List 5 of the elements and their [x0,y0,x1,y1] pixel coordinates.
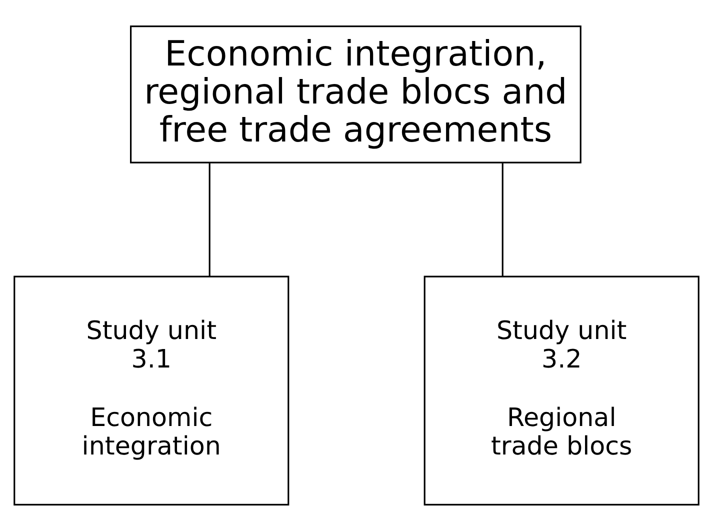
node-box: Study unit 3.1 Economic integration [14,275,290,505]
node-box: Study unit 3.2 Regional trade blocs [424,275,700,505]
connector [208,162,210,276]
connector [502,162,504,276]
node-box: Economic integration, regional trade blocs and free trade agreements [130,25,582,163]
